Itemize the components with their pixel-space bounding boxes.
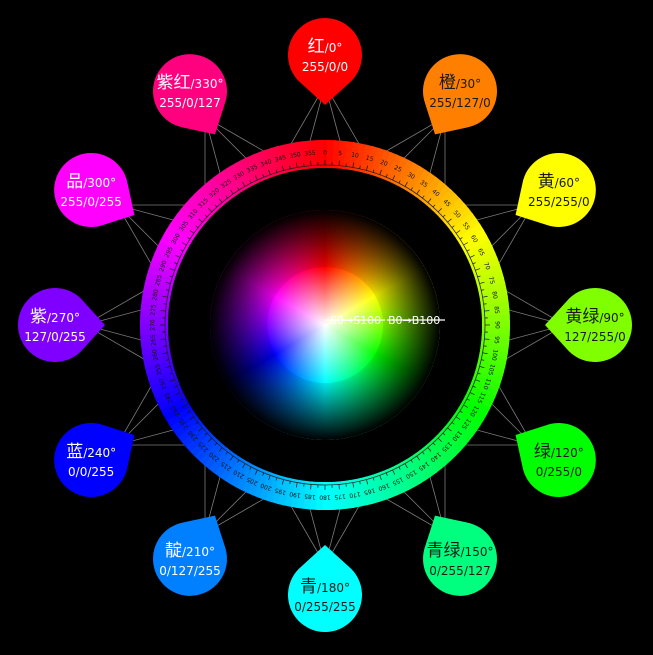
- hue-rgb: 127/0/255: [24, 330, 86, 344]
- hue-callout: 黄/60°255/255/0: [516, 153, 596, 227]
- tick-label: 270: [150, 319, 157, 331]
- hue-callout: 青绿/150°0/255/127: [423, 516, 497, 596]
- b-label: B0→B100: [388, 314, 440, 327]
- hue-drop: [153, 54, 227, 134]
- hue-callout: 蓝/240°0/0/255: [54, 423, 134, 497]
- tick-label: 85: [493, 306, 501, 314]
- hue-callout: 靛/210°0/127/255: [153, 516, 227, 596]
- hue-rgb: 255/127/0: [429, 96, 491, 110]
- hue-callout: 品/300°255/0/255: [54, 153, 134, 227]
- hue-rgb: 0/0/255: [68, 465, 114, 479]
- tick-label: 180: [319, 494, 331, 501]
- hue-rgb: 0/255/127: [429, 564, 491, 578]
- hue-callout: 橙/30°255/127/0: [423, 54, 497, 134]
- tick-label: 10: [350, 152, 359, 160]
- tick-label: 355: [304, 150, 316, 158]
- s-label: S0→S100: [330, 314, 381, 327]
- hue-rgb: 255/0/0: [302, 60, 348, 74]
- tick-label: 80: [490, 291, 498, 300]
- hue-drop: [516, 153, 596, 227]
- hue-rgb: 255/0/255: [60, 195, 122, 209]
- hue-callout: 青/180°0/255/255: [288, 545, 362, 632]
- hue-callout: 红/0°255/0/0: [288, 18, 362, 105]
- tick-label: 185: [304, 492, 316, 500]
- tick-label: 5: [338, 150, 343, 157]
- tick-label: 95: [493, 336, 501, 344]
- hue-rgb: 0/127/255: [159, 564, 221, 578]
- tick-label: 275: [150, 304, 158, 316]
- hue-drop: [423, 54, 497, 134]
- hue-drop: [516, 423, 596, 497]
- hue-rgb: 127/255/0: [564, 330, 626, 344]
- hue-callout: 紫红/330°255/0/127: [153, 54, 227, 134]
- tick-label: 175: [334, 492, 346, 500]
- hue-callout: 黄绿/90°127/255/0: [545, 288, 632, 362]
- tick-label: 90: [494, 321, 501, 329]
- hue-callout: 紫/270°127/0/255: [18, 288, 105, 362]
- tick-label: 0: [323, 150, 327, 157]
- hue-rgb: 0/255/0: [536, 465, 582, 479]
- tick-label: 265: [150, 334, 158, 346]
- hue-rgb: 255/0/127: [159, 96, 221, 110]
- hue-rgb: 255/255/0: [528, 195, 590, 209]
- hue-rgb: 0/255/255: [294, 600, 356, 614]
- hue-callout: 绿/120°0/255/0: [516, 423, 596, 497]
